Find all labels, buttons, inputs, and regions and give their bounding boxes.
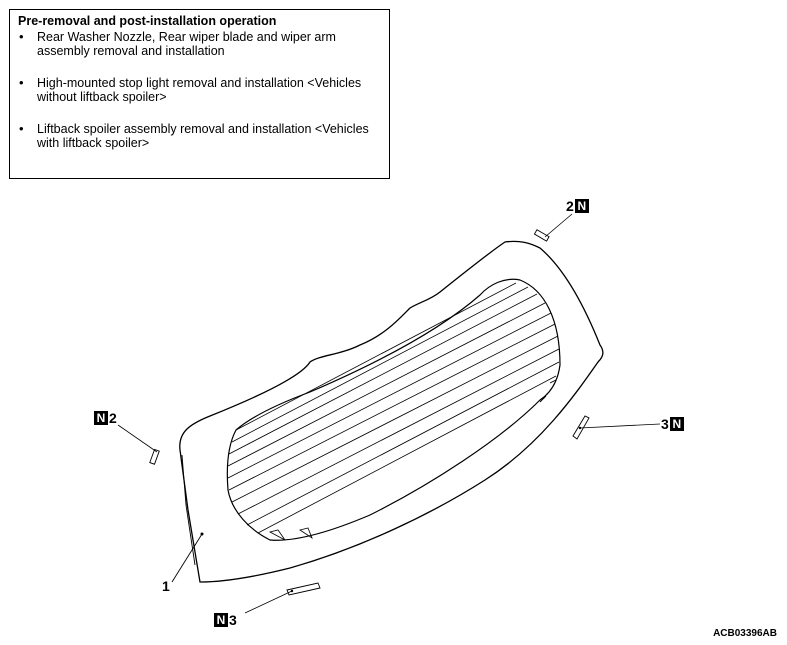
wiper-stopper-2 [299,527,313,540]
part2-left-pad [117,424,160,465]
callout-part2-top-number: 2 [566,198,574,214]
callout-part3-right-badge: N [669,417,684,431]
callout-part3-right-number: 3 [661,416,669,432]
note-title: Pre-removal and post-installation operat… [18,14,277,28]
callout-part3-bottom-number: 3 [229,612,237,628]
callout-part2-left: N 2 [93,410,117,426]
note-item-1: Rear Washer Nozzle, Rear wiper blade and… [18,30,381,58]
part3-right-pad [572,415,661,440]
part1-leader [171,533,203,583]
part3-bottom-pad [244,582,321,614]
defogger-area-outline [226,278,561,541]
callout-part3-right: 3 N [661,416,685,432]
liftback-glass-outline [179,240,604,583]
black-print-band [181,454,196,566]
defogger-lines [227,282,560,534]
note-list: Rear Washer Nozzle, Rear wiper blade and… [18,30,381,150]
part2-top-pad [533,213,573,242]
wiper-stopper [268,529,286,541]
glass-edge-mark [539,395,547,403]
callout-part2-left-badge: N [94,411,108,425]
callout-part2-left-number: 2 [109,410,117,426]
callout-part3-bottom-badge: N [214,613,228,627]
pre-removal-note-box: Pre-removal and post-installation operat… [9,9,390,179]
callout-part3-bottom: N 3 [213,612,237,628]
callout-part1: 1 [162,578,170,594]
callout-part1-number: 1 [162,578,170,594]
callout-part2-top: 2 N [566,198,590,214]
note-item-2: High-mounted stop light removal and inst… [18,76,381,104]
figure-code: ACB03396AB [713,628,777,639]
glass-edge-mark-2 [549,379,557,384]
note-item-3: Liftback spoiler assembly removal and in… [18,122,381,150]
callout-part2-top-badge: N [574,199,589,213]
